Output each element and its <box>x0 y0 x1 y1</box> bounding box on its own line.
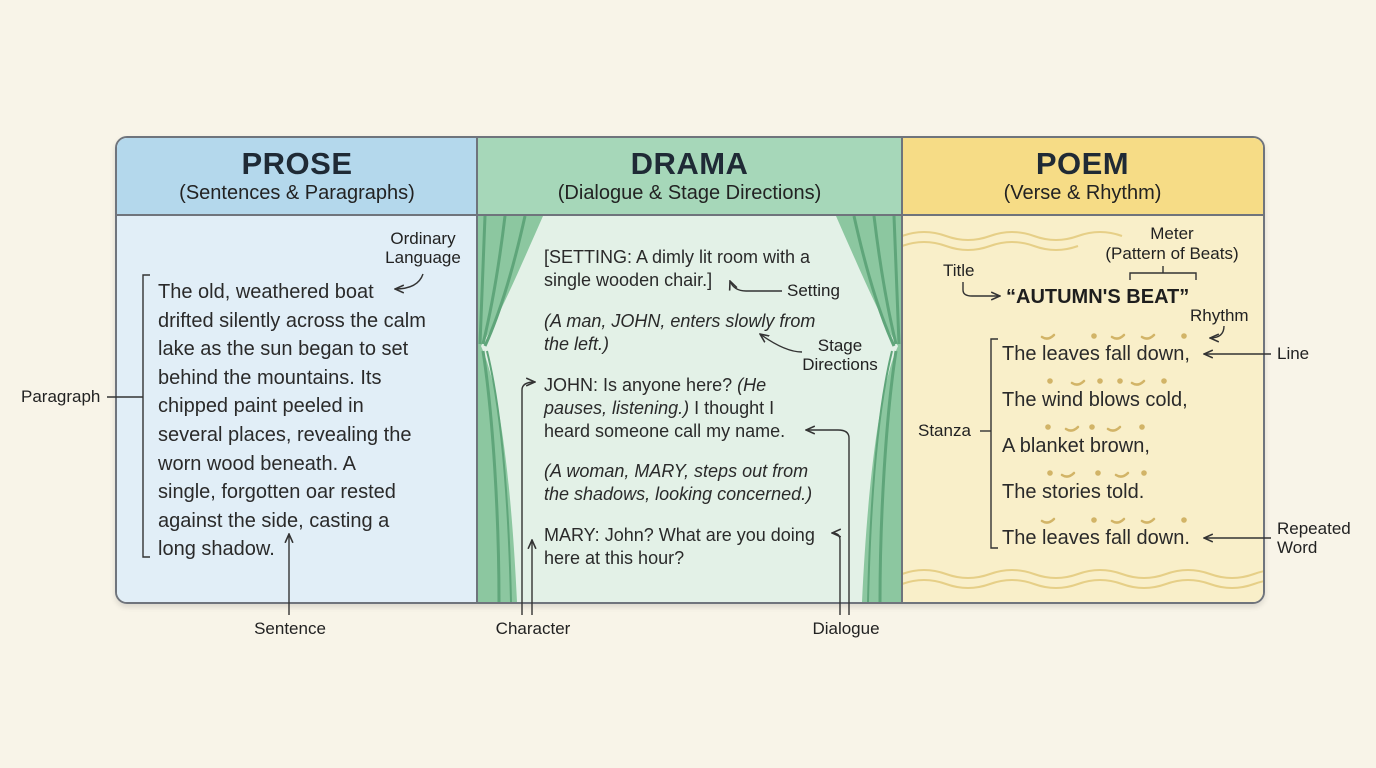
prose-title: PROSE <box>241 146 353 181</box>
john-direction: (He <box>737 375 767 395</box>
direction-line: the shadows, looking concerned.) <box>544 484 813 504</box>
drama-header: DRAMA (Dialogue & Stage Directions) <box>477 138 902 216</box>
prose-line: against the side, casting a <box>158 509 390 532</box>
rhythm-beat-marks-icon <box>1040 333 1187 524</box>
prose-line: The old, weathered boat <box>158 281 374 303</box>
meter-label-line: Meter <box>1150 224 1194 243</box>
poem-line: The leaves fall down, <box>1002 343 1190 365</box>
comparison-card: PROSE (Sentences & Paragraphs) The old, … <box>115 136 1265 604</box>
john-line: heard someone call my name. <box>544 421 786 441</box>
prose-line: several places, revealing the <box>158 423 412 446</box>
repeated-label-line: Word <box>1277 538 1318 557</box>
prose-subtitle: (Sentences & Paragraphs) <box>179 182 415 204</box>
meter-label-line: (Pattern of Beats) <box>1105 244 1239 263</box>
repeated-label-line: Repeated <box>1277 519 1351 538</box>
poem-line: The wind blows cold, <box>1002 389 1188 411</box>
repeated-word-label: Repeated Word <box>1277 519 1351 557</box>
prose-panel: PROSE (Sentences & Paragraphs) The old, … <box>117 138 477 602</box>
drama-title: DRAMA <box>630 146 749 181</box>
line-label: Line <box>1277 344 1310 363</box>
stage-label-line: Stage <box>817 336 863 355</box>
top-wave-decoration-icon <box>902 231 1123 251</box>
poem-line: The leaves fall down. <box>1002 527 1190 549</box>
john-dialogue: JOHN: Is anyone here? (He pauses, listen… <box>544 374 785 443</box>
prose-paragraph: The old, weathered boat drifted silently… <box>158 278 426 564</box>
mary-line: MARY: John? What are you doing <box>544 525 815 545</box>
prose-line: worn wood beneath. A <box>158 452 356 475</box>
poem-heading: POEM <box>1035 146 1130 181</box>
poem-line: The stories told. <box>1002 481 1145 503</box>
rhythm-label: Rhythm <box>1190 306 1249 325</box>
stanza-label: Stanza <box>918 421 971 440</box>
john-direction: pauses, listening.) <box>544 398 690 418</box>
divider-drama-poem <box>901 138 903 602</box>
direction-line: (A woman, MARY, steps out from <box>544 461 809 481</box>
prose-line: long shadow. <box>158 538 275 561</box>
meter-label: Meter (Pattern of Beats) <box>1092 224 1252 264</box>
ordinary-label-line: Language <box>385 248 461 267</box>
prose-line: lake as the sun began to set <box>158 338 409 361</box>
setting-line: single wooden chair.] <box>544 270 713 290</box>
bottom-wave-decoration-icon <box>902 569 1263 589</box>
mary-line: here at this hour? <box>544 548 685 568</box>
stage-direction-1: (A man, JOHN, enters slowly from the lef… <box>544 310 815 356</box>
ordinary-language-label: Ordinary Language <box>380 229 466 267</box>
direction-line: the left.) <box>544 334 610 354</box>
john-line: JOHN: Is anyone here? <box>544 375 738 395</box>
direction-line: (A man, JOHN, enters slowly from <box>544 311 816 331</box>
john-line: I thought I <box>689 398 775 418</box>
title-label: Title <box>943 261 975 280</box>
stage-direction-2: (A woman, MARY, steps out from the shado… <box>544 460 812 506</box>
right-curtain-icon <box>836 216 902 602</box>
prose-line: chipped paint peeled in <box>158 395 364 418</box>
drama-subtitle: (Dialogue & Stage Directions) <box>557 182 822 204</box>
poem-title: “AUTUMN'S BEAT” <box>1006 286 1190 308</box>
prose-header: PROSE (Sentences & Paragraphs) <box>117 138 477 216</box>
stage-label-line: Directions <box>802 355 878 374</box>
poem-subtitle: (Verse & Rhythm) <box>1003 182 1162 204</box>
prose-line: drifted silently across the calm <box>158 309 426 332</box>
mary-dialogue: MARY: John? What are you doing here at t… <box>544 524 815 570</box>
poem-panel: POEM (Verse & Rhythm) “AUTUMN'S BEAT” Th… <box>902 138 1263 602</box>
dialogue-label: Dialogue <box>812 619 880 638</box>
left-curtain-icon <box>477 216 543 602</box>
sentence-label: Sentence <box>254 619 326 638</box>
paragraph-label: Paragraph <box>21 387 101 406</box>
stage-directions-label: Stage Directions <box>792 336 888 374</box>
setting-line: [SETTING: A dimly lit room with a <box>544 247 811 267</box>
poem-line: A blanket brown, <box>1002 435 1150 457</box>
prose-line: behind the mountains. Its <box>158 366 382 389</box>
drama-panel: DRAMA (Dialogue & Stage Directions) <box>477 138 902 602</box>
poem-header: POEM (Verse & Rhythm) <box>902 138 1263 216</box>
ordinary-label-line: Ordinary <box>390 229 456 248</box>
character-label: Character <box>495 619 571 638</box>
divider-prose-drama <box>476 138 478 602</box>
prose-line: single, forgotten oar rested <box>158 481 396 504</box>
setting-label: Setting <box>787 281 840 300</box>
setting-text: [SETTING: A dimly lit room with a single… <box>544 246 810 292</box>
